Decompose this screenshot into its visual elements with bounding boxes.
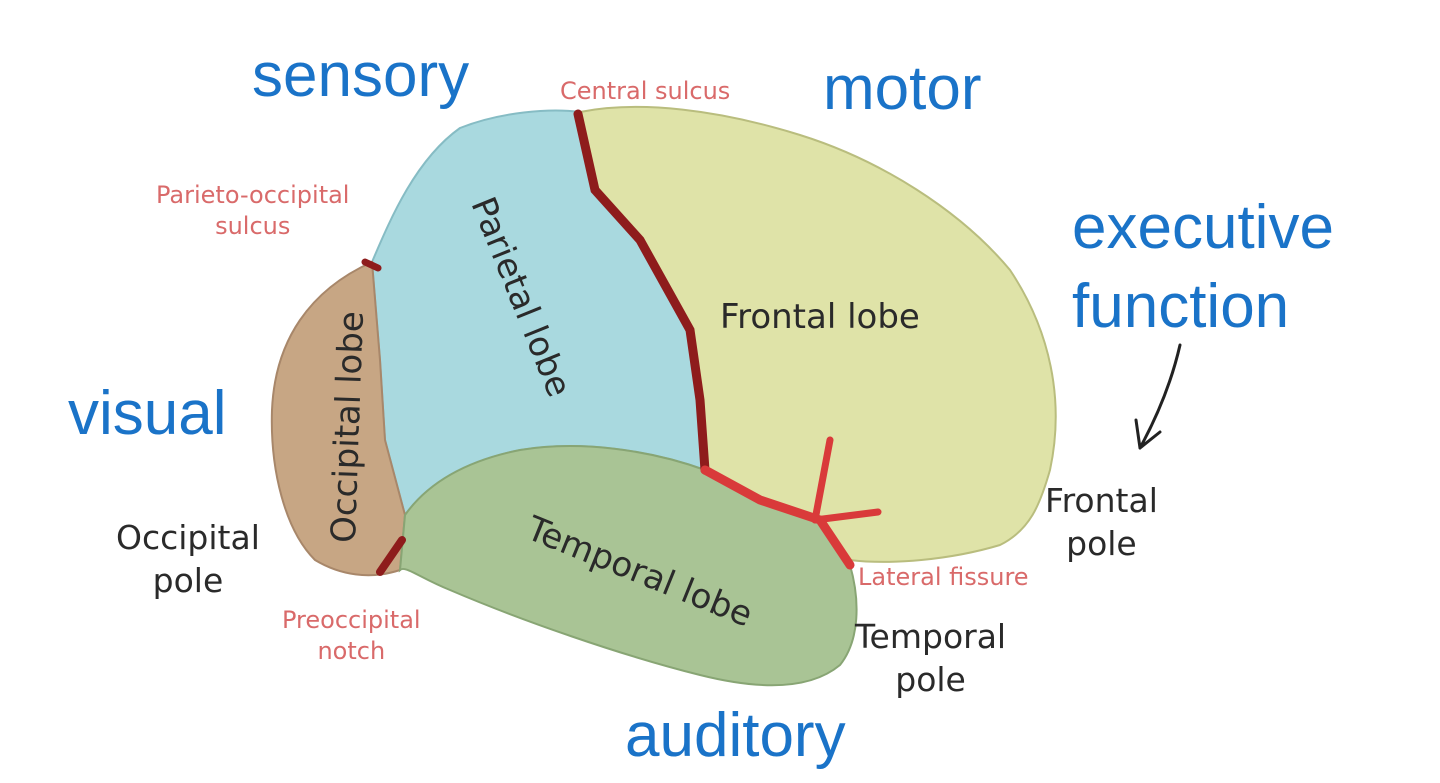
executive-function-label: executive function — [1072, 193, 1334, 342]
lateral-fissure-line — [700, 465, 855, 570]
auditory-label: auditory — [625, 701, 846, 770]
lateral-fissure-branch — [811, 436, 882, 524]
parieto-occipital-sulcus-label: Parieto-occipital sulcus — [156, 181, 350, 241]
occipital-pole-label: Occipital pole — [116, 518, 260, 600]
temporal-lobe-region — [398, 445, 858, 687]
visual-label: visual — [68, 379, 227, 448]
frontal-lobe-region — [578, 105, 1057, 563]
frontal-lobe-label: Frontal lobe — [720, 297, 920, 337]
preoccipital-notch-line — [376, 536, 406, 576]
executive-arrow-icon — [1134, 343, 1182, 450]
temporal-pole-label: Temporal pole — [855, 617, 1007, 699]
central-sulcus-line — [573, 109, 710, 475]
sensory-label: sensory — [252, 41, 470, 110]
preoccipital-notch-label: Preoccipital notch — [282, 606, 421, 666]
occipital-lobe-label: Occipital lobe — [323, 310, 372, 544]
motor-label: motor — [823, 54, 982, 123]
lateral-fissure-label: Lateral fissure — [858, 563, 1029, 591]
parieto-occipital-sulcus-line — [361, 258, 382, 272]
occipital-lobe-region — [270, 260, 407, 577]
central-sulcus-label: Central sulcus — [560, 77, 731, 105]
frontal-pole-label: Frontal pole — [1045, 481, 1158, 563]
